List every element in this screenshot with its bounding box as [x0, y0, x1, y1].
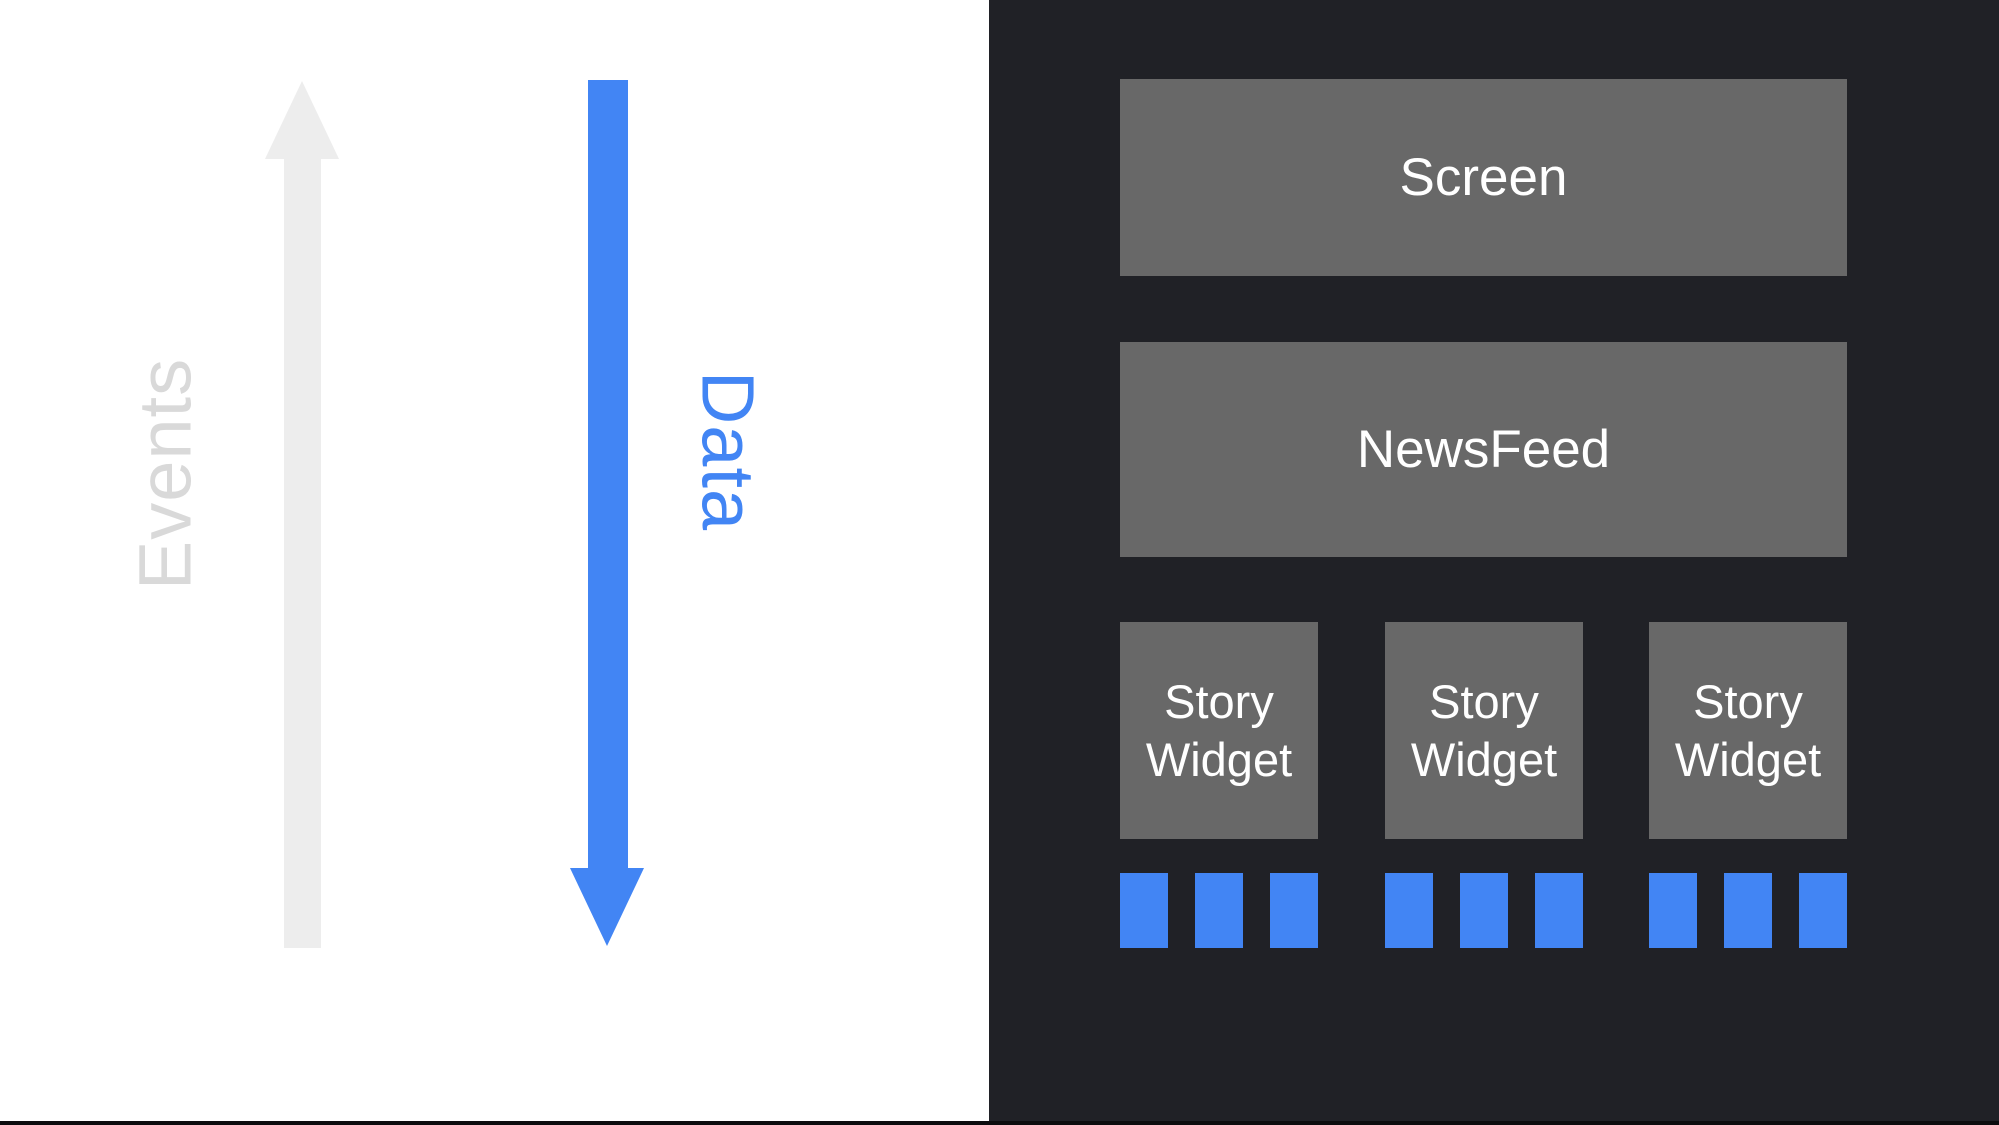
story-widget-label: Story Widget — [1145, 675, 1293, 786]
story-widget-box: Story Widget — [1649, 622, 1847, 839]
up-arrow-head-icon — [265, 81, 339, 159]
data-square — [1120, 873, 1168, 948]
data-square — [1799, 873, 1847, 948]
data-squares-group — [1649, 873, 1847, 948]
newsfeed-box: NewsFeed — [1120, 342, 1847, 557]
story-widget-label: Story Widget — [1410, 675, 1558, 786]
story-widget-box: Story Widget — [1385, 622, 1583, 839]
data-square — [1195, 873, 1243, 948]
widget-tree-panel: Screen NewsFeed Story Widget Story Widge… — [989, 0, 1999, 1125]
screen-box: Screen — [1120, 79, 1847, 276]
data-square — [1724, 873, 1772, 948]
story-widget-label: Story Widget — [1674, 675, 1822, 786]
events-label: Events — [123, 357, 207, 591]
data-squares-group — [1120, 873, 1318, 948]
newsfeed-box-label: NewsFeed — [1356, 420, 1611, 479]
down-arrow-head-icon — [570, 868, 644, 946]
bottom-edge-strip — [0, 1121, 1999, 1125]
data-square — [1460, 873, 1508, 948]
data-square — [1385, 873, 1433, 948]
up-arrow-shaft — [284, 156, 321, 948]
data-square — [1535, 873, 1583, 948]
down-arrow-shaft — [588, 80, 628, 870]
data-square — [1649, 873, 1697, 948]
story-widget-box: Story Widget — [1120, 622, 1318, 839]
data-label: Data — [686, 370, 770, 532]
screen-box-label: Screen — [1399, 148, 1568, 207]
data-squares-group — [1385, 873, 1583, 948]
data-square — [1270, 873, 1318, 948]
